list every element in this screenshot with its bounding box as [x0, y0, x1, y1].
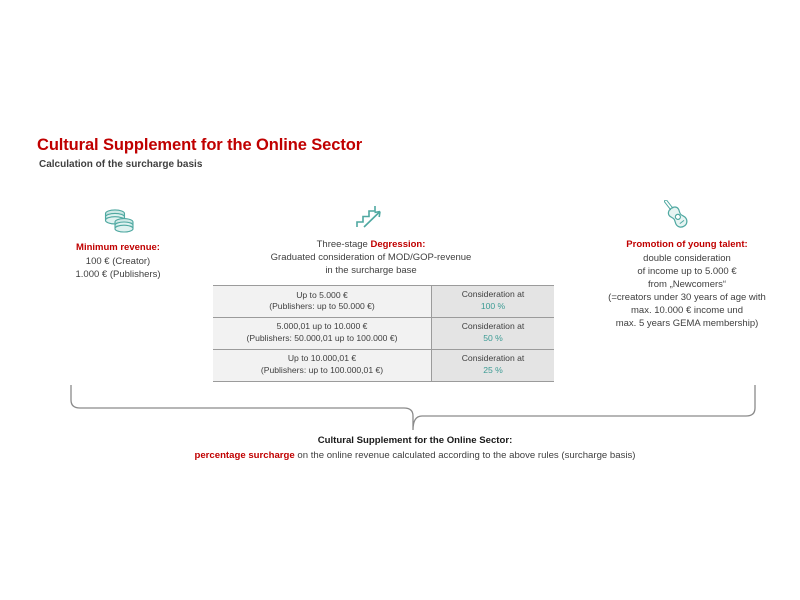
range-sub: (Publishers: 50.000,01 up to 100.000 €) — [246, 332, 398, 343]
summary-detail-rest: on the online revenue calculated accordi… — [294, 450, 636, 462]
stairs-up-arrow-icon — [231, 203, 511, 233]
column-line: Graduated consideration of MOD/GOP-reven… — [270, 252, 472, 264]
summary-detail-accent: percentage surcharge — [194, 450, 295, 462]
guitar-icon — [578, 195, 796, 234]
column-line: in the surcharge base — [325, 265, 417, 277]
column-line: max. 10.000 € income und — [631, 305, 743, 317]
summary-brace — [70, 385, 756, 431]
rate-value: 100 % — [480, 301, 506, 312]
column-heading-minimum-revenue: Minimum revenue: — [76, 242, 160, 253]
range-sub: (Publishers: up to 100.000,01 €) — [260, 364, 384, 375]
range-main: Up to 5.000 € — [296, 289, 348, 300]
rate-value: 25 % — [483, 365, 503, 376]
table-cell-range: Up to 10.000,01 € (Publishers: up to 100… — [213, 349, 432, 382]
column-degression: Three-stage Degression: Graduated consid… — [231, 203, 511, 277]
rate-label: Consideration at — [461, 289, 525, 299]
degression-heading-accent: Degression: — [370, 239, 426, 250]
column-line: from „Newcomers“ — [647, 279, 727, 291]
table-cell-rate: Consideration at 50 % — [431, 317, 554, 350]
table-cell-rate: Consideration at 100 % — [431, 285, 554, 318]
table-cell-range: 5.000,01 up to 10.000 € (Publishers: 50.… — [213, 317, 432, 350]
degression-heading-prefix: Three-stage — [316, 239, 371, 250]
rate-label: Consideration at — [461, 352, 525, 363]
column-young-talent: Promotion of young talent: double consid… — [578, 195, 796, 330]
table-cell-rate: Consideration at 25 % — [431, 349, 554, 382]
column-line: 100 € (Creator) — [85, 255, 151, 267]
table-row: Up to 5.000 € (Publishers: up to 50.000 … — [213, 285, 554, 318]
page-title: Cultural Supplement for the Online Secto… — [37, 136, 363, 154]
table-cell-range: Up to 5.000 € (Publishers: up to 50.000 … — [213, 285, 432, 318]
column-minimum-revenue: Minimum revenue: 100 € (Creator) 1.000 €… — [28, 205, 208, 281]
rate-label: Consideration at — [461, 320, 525, 331]
page-subtitle: Calculation of the surcharge basis — [39, 158, 203, 170]
column-line: 1.000 € (Publishers) — [75, 268, 161, 280]
column-line: double consideration — [643, 252, 731, 264]
summary-detail: percentage surcharge on the online reven… — [60, 449, 770, 463]
column-line: (=creators under 30 years of age with — [608, 292, 766, 304]
table-row: 5.000,01 up to 10.000 € (Publishers: 50.… — [213, 317, 554, 350]
table-row: Up to 10.000,01 € (Publishers: up to 100… — [213, 349, 554, 382]
range-sub: (Publishers: up to 50.000 €) — [269, 300, 375, 311]
coins-icon — [28, 205, 208, 237]
summary-title: Cultural Supplement for the Online Secto… — [317, 435, 513, 446]
column-line: of income up to 5.000 € — [637, 265, 737, 277]
rate-value: 50 % — [483, 333, 503, 344]
summary-block: Cultural Supplement for the Online Secto… — [60, 434, 770, 464]
range-main: Up to 10.000,01 € — [287, 353, 357, 364]
column-heading-degression: Three-stage Degression: — [231, 238, 511, 251]
title-block: Cultural Supplement for the Online Secto… — [37, 136, 557, 170]
column-line: max. 5 years GEMA membership) — [615, 318, 759, 330]
range-main: 5.000,01 up to 10.000 € — [276, 321, 368, 332]
degression-table: Up to 5.000 € (Publishers: up to 50.000 … — [213, 285, 554, 382]
column-heading-young-talent: Promotion of young talent: — [626, 239, 748, 250]
